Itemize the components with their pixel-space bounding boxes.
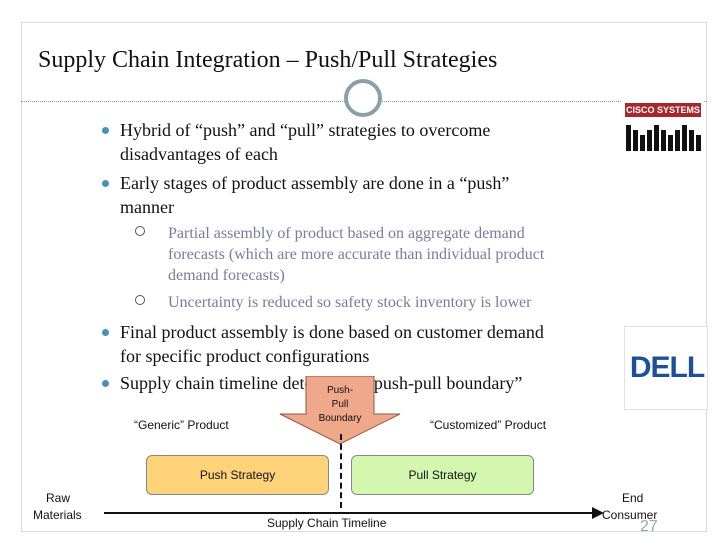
customized-product-label: “Customized” Product: [430, 418, 547, 432]
page-number: 27: [640, 518, 658, 535]
bullet-dot-icon: [102, 329, 109, 336]
cisco-logo-text: CISCO SYSTEMS: [625, 105, 700, 115]
sub-bullet-line: Partial assembly of product based on agg…: [168, 225, 525, 242]
push-pull-boundary-arrow: [279, 376, 401, 445]
bullet-line: disadvantages of each: [120, 144, 278, 164]
materials-label-line: Materials: [33, 508, 82, 522]
bullet-dot-icon: [102, 380, 109, 387]
slide-title: Supply Chain Integration – Push/Pull Str…: [38, 47, 498, 73]
cisco-bridge-icon: [626, 125, 701, 151]
boundary-dashed-line: [340, 434, 342, 508]
generic-product-label: “Generic” Product: [134, 418, 229, 432]
end-label-line: End: [622, 491, 644, 505]
bullet-line: for specific product configurations: [120, 346, 370, 366]
sub-bullet-circle-icon: [135, 226, 145, 236]
pull-strategy-box: Pull Strategy: [351, 455, 534, 495]
dell-logo-text: DELL: [629, 351, 705, 384]
bullet-dot-icon: [102, 127, 109, 134]
sub-bullet-circle-icon: [135, 295, 145, 305]
sub-bullet-line: Uncertainty is reduced so safety stock i…: [168, 294, 532, 311]
sub-bullet-line: demand forecasts): [168, 267, 285, 284]
sub-bullet-line: forecasts (which are more accurate than …: [168, 246, 545, 263]
boundary-label-line: Pull: [331, 399, 349, 410]
pull-strategy-label: Pull Strategy: [408, 468, 477, 482]
bullet-line: Early stages of product assembly are don…: [120, 173, 510, 193]
bullet-line: Hybrid of “push” and “pull” strategies t…: [120, 120, 491, 140]
timeline-axis: [104, 512, 592, 514]
raw-label-line: Raw: [46, 491, 71, 505]
timeline-label: Supply Chain Timeline: [267, 516, 387, 530]
push-strategy-label: Push Strategy: [199, 468, 276, 482]
push-strategy-box: Push Strategy: [146, 455, 329, 495]
consumer-label-line: Consumer: [602, 508, 658, 522]
boundary-label-line: Boundary: [318, 413, 362, 424]
dell-logo: DELL: [624, 326, 708, 410]
cisco-logo: CISCO SYSTEMS: [622, 97, 704, 155]
boundary-label-line: Push-: [326, 385, 354, 396]
title-circle-ornament: [344, 79, 382, 117]
slide-frame: [21, 22, 707, 532]
timeline-arrow-icon: [592, 507, 604, 519]
bullet-line: Final product assembly is done based on …: [120, 322, 544, 342]
bullet-line: manner: [120, 197, 174, 217]
bullet-dot-icon: [102, 180, 109, 187]
